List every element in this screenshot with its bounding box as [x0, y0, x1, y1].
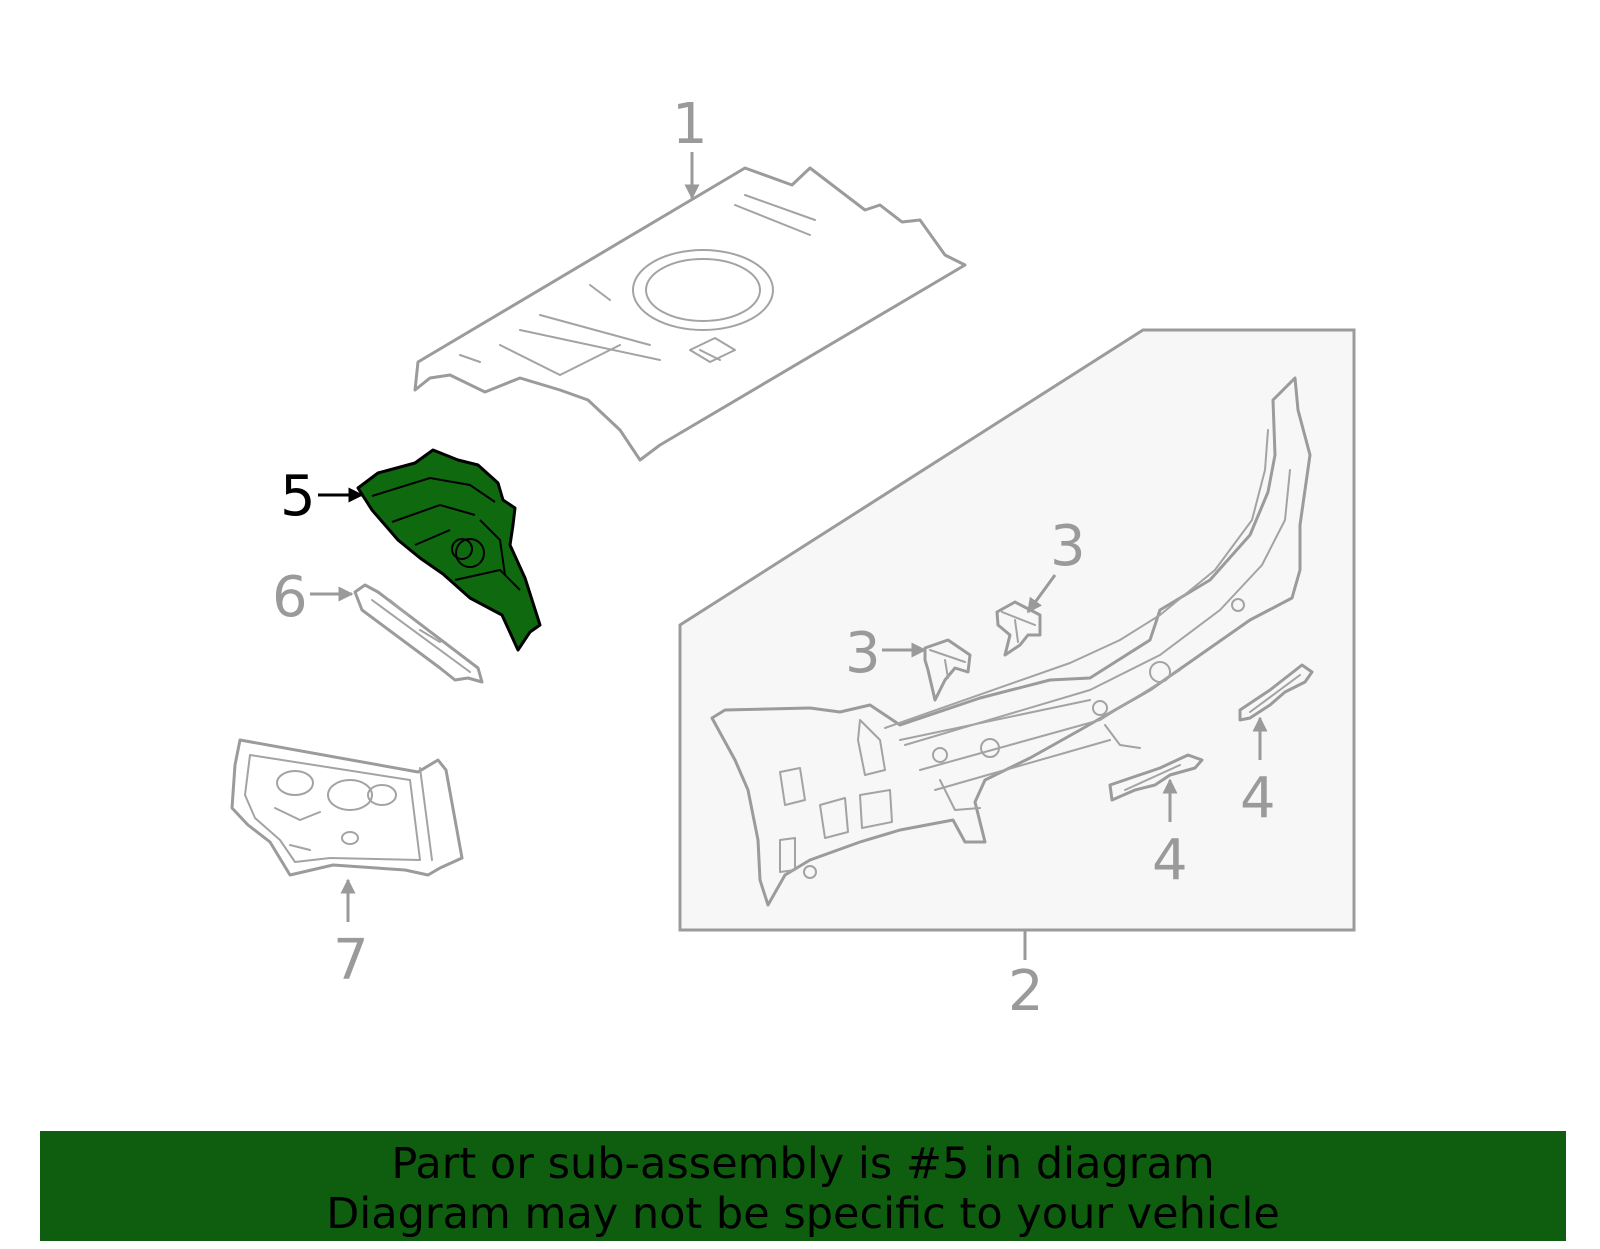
- part-5-highlighted: [356, 448, 542, 652]
- part-6-reinforcement: [353, 583, 484, 684]
- banner-line-2: Diagram may not be specific to your vehi…: [326, 1189, 1280, 1239]
- part-4-bracket-b: [1238, 663, 1314, 722]
- part-3-bracket-a: [923, 638, 972, 702]
- leader-3b: [1026, 574, 1057, 614]
- callout-3b: 3: [1050, 514, 1086, 579]
- callout-3a: 3: [845, 621, 881, 686]
- part-4-bracket-a: [1108, 753, 1204, 802]
- part-1-rear-floor-pan: [413, 166, 967, 462]
- part-7-side-panel: [230, 738, 464, 877]
- callout-6: 6: [272, 565, 308, 630]
- banner-line-1: Part or sub-assembly is #5 in diagram: [391, 1139, 1215, 1189]
- callout-4b: 4: [1240, 766, 1276, 831]
- callout-2: 2: [1008, 959, 1044, 1024]
- callout-5: 5: [280, 464, 316, 529]
- info-banner: Part or sub-assembly is #5 in diagram Di…: [40, 1131, 1566, 1241]
- callout-7: 7: [333, 928, 369, 993]
- part-5-shape: [356, 448, 542, 652]
- callout-4a: 4: [1152, 828, 1188, 893]
- callout-1: 1: [672, 92, 708, 157]
